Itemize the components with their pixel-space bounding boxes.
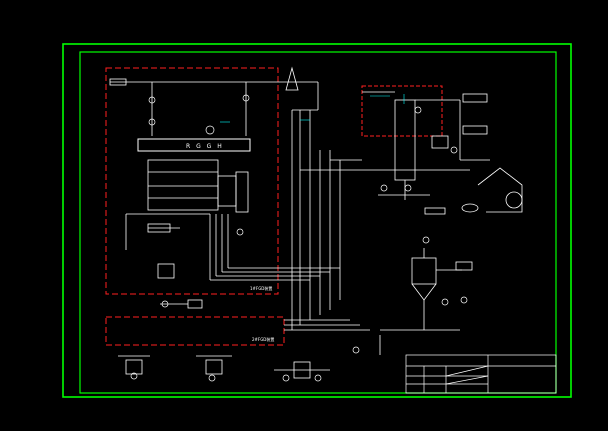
inner-frame [79, 51, 557, 394]
outer-frame [62, 43, 572, 398]
unit1-tank [157, 263, 175, 279]
unit-regions [105, 67, 443, 346]
unit2-region [105, 316, 285, 346]
unit2-tank-b [205, 359, 223, 375]
instrument-accents [220, 94, 405, 123]
unit1-region-label: 1#FGD装置 [250, 285, 272, 291]
equipment-symbols [130, 94, 468, 382]
unit1-region [105, 67, 279, 295]
absorber-region [361, 85, 443, 137]
unit2-region-label: 2#FGD装置 [252, 336, 274, 342]
gypsum-silo [411, 257, 437, 285]
building-outline [477, 167, 523, 213]
stack-icon [285, 66, 299, 91]
process-piping [109, 66, 523, 379]
ggh-heat-exchanger [137, 138, 251, 152]
unit2-tank [125, 359, 143, 375]
title-block [405, 354, 557, 394]
absorber-tower [394, 99, 416, 181]
ggh-label: R G G H [186, 143, 224, 150]
drawing-frame [62, 43, 572, 398]
